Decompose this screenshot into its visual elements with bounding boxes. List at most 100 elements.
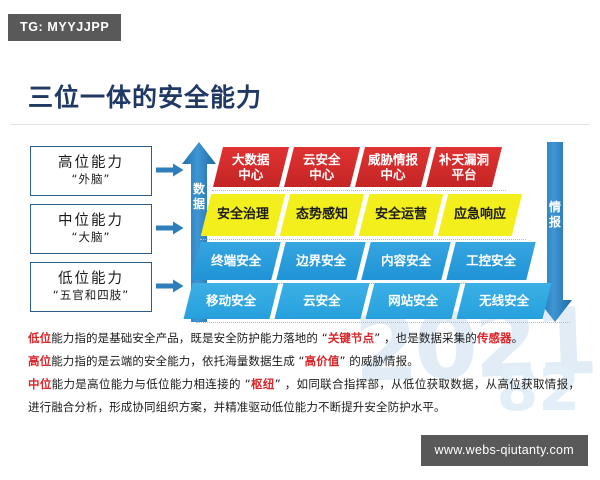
body-text: ” 的威胁情报。 xyxy=(339,354,419,368)
highlight-text: 低位 xyxy=(28,331,52,345)
body-text: 能力指的是云端的安全能力，依托海量数据生成 “ xyxy=(51,354,305,368)
capability-pyramid: 大数据中心云安全中心威胁情报中心补天漏洞平台安全治理态势感知安全运营应急响应终端… xyxy=(183,143,570,323)
highlight-text: 关键节点 xyxy=(327,331,375,345)
pyramid-cell-line1: 云安全 xyxy=(303,293,341,309)
pyramid-cell-line1: 安全治理 xyxy=(216,207,270,223)
arrow-up-icon xyxy=(182,142,216,322)
pyramid-cell[interactable]: 云安全 xyxy=(274,283,370,319)
pyramid-cell[interactable]: 大数据中心 xyxy=(213,147,289,187)
pyramid-row-middle: 安全治理 态势感知 安全运营 应急响应 xyxy=(200,194,523,236)
arrow-right-icon xyxy=(156,279,184,293)
capability-box-middle[interactable]: 中位能力 “大脑” xyxy=(30,204,152,254)
pyramid-cell-label: 云安全中心 xyxy=(303,152,341,183)
arrow-right-icon xyxy=(156,221,184,235)
down-arrow-char-2: 报 xyxy=(548,215,561,229)
pyramid-cell[interactable]: 态势感知 xyxy=(279,194,365,236)
capability-box-low[interactable]: 低位能力 “五官和四肢” xyxy=(30,262,152,312)
pyramid-cell[interactable]: 安全治理 xyxy=(200,194,286,236)
pyramid-row-divider xyxy=(196,283,546,284)
pyramid-cell-label: 安全运营 xyxy=(375,207,427,223)
pyramid-cell-line1: 移动安全 xyxy=(205,293,256,309)
pyramid-cell-label: 威胁情报中心 xyxy=(368,152,418,183)
pyramid-cell-line1: 态势感知 xyxy=(295,207,349,223)
pyramid-cell-label: 无线安全 xyxy=(479,293,529,308)
pyramid-cell-line2: 中心 xyxy=(309,167,335,182)
body-text: 能力是高位能力与低位能力相连接的 “ xyxy=(51,377,251,391)
pyramid-cell[interactable]: 边界安全 xyxy=(276,242,366,280)
capability-name: 低位能力 xyxy=(58,270,124,287)
pyramid-cell-label: 终端安全 xyxy=(211,253,261,268)
down-arrow-char-1: 情 xyxy=(548,200,561,214)
up-arrow-label: 数 据 xyxy=(189,182,209,212)
pyramid-row-divider xyxy=(196,322,570,323)
capability-alias: “外脑” xyxy=(71,172,111,187)
pyramid-cell-line2: 平台 xyxy=(451,167,477,182)
arrow-down-icon xyxy=(538,142,572,322)
description-paragraph: 高位能力指的是云端的安全能力，依托海量数据生成 “高价值” 的威胁情报。 xyxy=(28,350,580,373)
pyramid-cell-label: 安全治理 xyxy=(217,207,269,223)
pyramid-row-low-2: 移动安全 云安全 网站安全 无线安全 xyxy=(183,283,552,319)
description-paragraph: 中位能力是高位能力与低位能力相连接的 “枢纽” ，如同联合指挥部，从低位获取数据… xyxy=(28,373,580,419)
pyramid-cell-line1: 边界安全 xyxy=(295,253,346,269)
pyramid-cell[interactable]: 安全运营 xyxy=(358,194,444,236)
pyramid-cell-line1: 大数据 xyxy=(232,151,270,167)
pyramid-cell-line2: 中心 xyxy=(238,167,264,182)
pyramid-cell-line1: 云安全 xyxy=(303,151,341,167)
capability-alias: “五官和四肢” xyxy=(52,288,130,303)
pyramid-cell-label: 应急响应 xyxy=(454,207,506,223)
footer-url-badge: www.webs-qiutanty.com xyxy=(420,435,588,466)
up-arrow-char-2: 据 xyxy=(192,197,205,211)
highlight-text: 高价值 xyxy=(304,354,340,368)
highlight-text: 枢纽 xyxy=(250,377,275,391)
body-text: ” ，如同联合指挥部，从低位获取数据，从高位获取情报，进行融合分析，形成协同组织… xyxy=(28,377,581,414)
highlight-text: 高位 xyxy=(28,354,52,368)
body-text: 能力指的是基础安全产品，既是安全防护能力落地的 “ xyxy=(51,331,328,345)
pyramid-cell-line1: 应急响应 xyxy=(453,207,507,223)
body-text: 。 xyxy=(511,331,524,345)
pyramid-cell-line1: 安全运营 xyxy=(374,207,428,223)
pyramid-row-low-1: 终端安全 边界安全 内容安全 工控安全 xyxy=(191,242,536,280)
page-title: 三位一体的安全能力 xyxy=(28,83,263,112)
pyramid-cell[interactable]: 内容安全 xyxy=(361,242,451,280)
pyramid-cell-label: 大数据中心 xyxy=(232,152,270,183)
pyramid-cell[interactable]: 终端安全 xyxy=(191,242,281,280)
pyramid-cell-line1: 内容安全 xyxy=(380,253,431,269)
pyramid-cell[interactable]: 网站安全 xyxy=(365,283,461,319)
pyramid-cell[interactable]: 无线安全 xyxy=(456,283,552,319)
highlight-text: 传感器 xyxy=(476,331,512,345)
pyramid-cell[interactable]: 补天漏洞平台 xyxy=(426,147,502,187)
up-arrow-char-1: 数 xyxy=(192,182,205,196)
pyramid-cell-label: 内容安全 xyxy=(381,253,431,268)
capability-name: 中位能力 xyxy=(58,212,124,229)
pyramid-cell[interactable]: 工控安全 xyxy=(446,242,536,280)
description-paragraph: 低位能力指的是基础安全产品，既是安全防护能力落地的 “关键节点” ，也是数据采集… xyxy=(28,327,580,350)
pyramid-cell-line1: 无线安全 xyxy=(478,293,529,309)
pyramid-cell-line1: 终端安全 xyxy=(210,253,261,269)
arrow-right-icon xyxy=(156,163,184,177)
pyramid-cell-label: 移动安全 xyxy=(206,293,256,308)
pyramid-cell-label: 边界安全 xyxy=(296,253,346,268)
pyramid-cell-label: 网站安全 xyxy=(388,293,438,308)
pyramid-cell[interactable]: 应急响应 xyxy=(437,194,523,236)
pyramid-cell-line1: 威胁情报 xyxy=(367,151,418,167)
capability-name: 高位能力 xyxy=(58,154,124,171)
pyramid-cell[interactable]: 移动安全 xyxy=(183,283,279,319)
pyramid-cell-line1: 工控安全 xyxy=(465,253,516,269)
tg-handle-badge: TG: MYYJJPP xyxy=(8,14,122,41)
pyramid-cell-line1: 补天漏洞 xyxy=(438,151,489,167)
pyramid-cell-line1: 网站安全 xyxy=(387,293,438,309)
pyramid-cell-label: 补天漏洞平台 xyxy=(439,152,489,183)
pyramid-row-divider xyxy=(212,190,506,191)
pyramid-cell-label: 云安全 xyxy=(303,293,341,308)
pyramid-row-high: 大数据中心云安全中心威胁情报中心补天漏洞平台 xyxy=(213,147,502,187)
pyramid-cell-line2: 中心 xyxy=(380,167,406,182)
capability-box-high[interactable]: 高位能力 “外脑” xyxy=(30,146,152,196)
capability-alias: “大脑” xyxy=(71,230,111,245)
pyramid-cell[interactable]: 云安全中心 xyxy=(284,147,360,187)
body-text: ” ，也是数据采集的 xyxy=(374,331,477,345)
pyramid-cell-label: 态势感知 xyxy=(296,207,348,223)
highlight-text: 中位 xyxy=(28,377,52,391)
pyramid-cell[interactable]: 威胁情报中心 xyxy=(355,147,431,187)
description-block: 低位能力指的是基础安全产品，既是安全防护能力落地的 “关键节点” ，也是数据采集… xyxy=(28,327,580,419)
